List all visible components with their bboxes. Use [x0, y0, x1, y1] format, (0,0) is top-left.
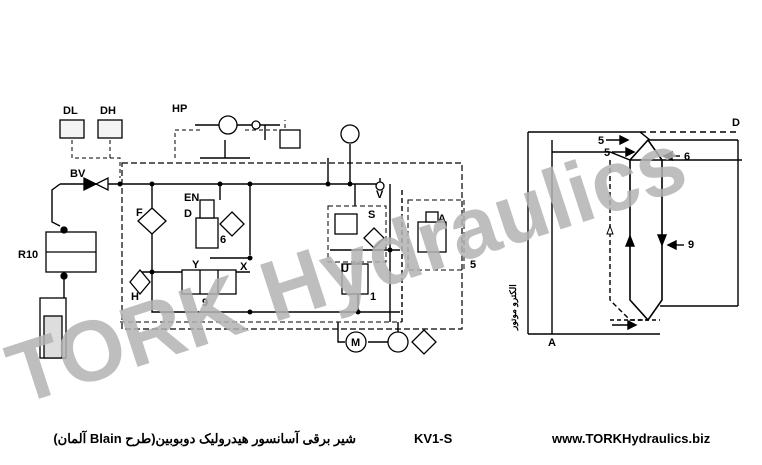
label-5: 5	[470, 259, 476, 271]
filter-f	[137, 207, 167, 235]
nine-valve	[181, 269, 237, 295]
graph-text: D 5 5 6 9 A الکترو موتور	[508, 117, 740, 349]
watermark: TORK Hydraulics	[0, 114, 697, 423]
label-en: EN	[184, 192, 199, 204]
schematic-text: DL DH HP BV R10 F EN D 6 S A V U 1 Y H 9…	[18, 103, 476, 349]
a-valve	[417, 221, 447, 253]
en-filter	[219, 211, 245, 237]
junction-dots	[117, 181, 393, 315]
label-h: H	[131, 291, 139, 303]
label-y: Y	[192, 259, 200, 271]
footer-model: KV1-S	[414, 431, 453, 446]
dl-switch-box	[59, 119, 85, 139]
graph-label-5b: 5	[604, 147, 610, 159]
hp-check-ball	[251, 120, 261, 130]
schematic-components	[39, 115, 447, 359]
graph-label-a: A	[548, 337, 556, 349]
footer-title: شیر برقی آسانسور هیدرولیک دوبوبین(طرح Bl…	[53, 431, 356, 446]
label-hp: HP	[172, 103, 187, 115]
bv-valve	[83, 176, 98, 192]
graph-label-5a: 5	[598, 135, 604, 147]
travel-graph	[527, 131, 742, 335]
graph-label-9: 9	[688, 239, 694, 251]
h-valve	[129, 268, 151, 296]
v-check	[375, 181, 385, 191]
label-x: X	[240, 261, 248, 273]
footer-website[interactable]: www.TORKHydraulics.biz	[552, 431, 711, 446]
label-v: V	[376, 189, 384, 201]
u-valve	[341, 263, 369, 295]
graph-label-6: 6	[684, 151, 690, 163]
label-bv: BV	[70, 168, 86, 180]
label-s: S	[368, 209, 375, 221]
graph-vertical-text: الکترو موتور	[508, 284, 519, 331]
label-u: U	[341, 263, 349, 275]
profile-solid	[629, 138, 663, 322]
dh-switch-box	[97, 119, 123, 139]
label-r10: R10	[18, 249, 38, 261]
tank-filter	[411, 329, 437, 355]
label-6: 6	[220, 234, 226, 246]
pressure-gauge	[340, 124, 360, 144]
label-dl: DL	[63, 105, 78, 117]
s-valve	[334, 213, 358, 235]
label-d: D	[184, 208, 192, 220]
motor	[345, 331, 367, 353]
label-a: A	[438, 213, 446, 225]
label-m: M	[351, 337, 360, 349]
label-f: F	[136, 207, 143, 219]
label-dh: DH	[100, 105, 116, 117]
graph-label-d: D	[732, 117, 740, 129]
label-9: 9	[202, 297, 208, 309]
en-valve	[195, 217, 219, 249]
hp-filter-box	[279, 129, 301, 149]
label-1: 1	[370, 291, 376, 303]
hp-pump-symbol	[218, 115, 238, 135]
pump	[387, 331, 409, 353]
